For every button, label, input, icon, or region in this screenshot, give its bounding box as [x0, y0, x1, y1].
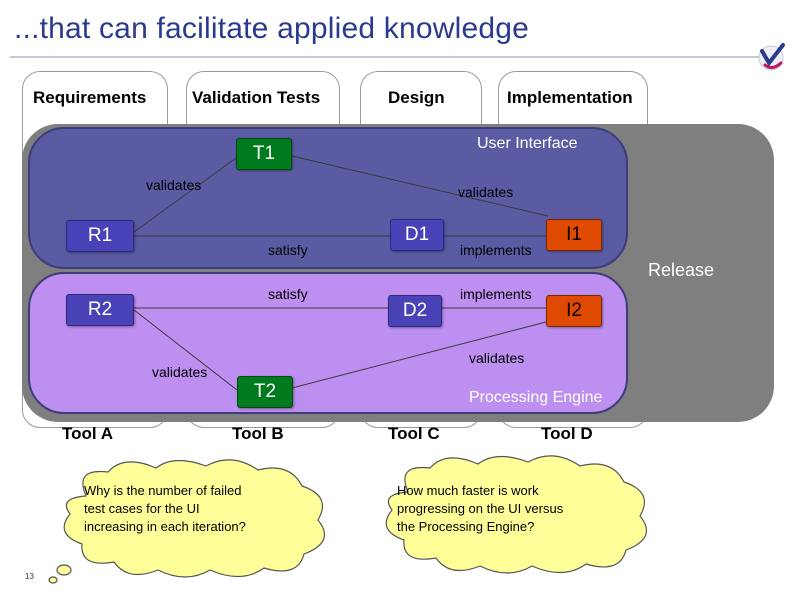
node-d1: D1 [390, 219, 444, 251]
question-cloud-left [48, 459, 326, 584]
node-t1: T1 [236, 138, 292, 170]
column-head-validation-tests: Validation Tests [192, 88, 321, 107]
column-head-requirements: Requirements [33, 88, 147, 107]
release-label: Release [648, 260, 715, 280]
tool-b-label: Tool B [232, 424, 284, 443]
tool-a-label: Tool A [62, 424, 113, 443]
label-satisfy-r2-d2: satisfy [268, 286, 308, 302]
company-logo-icon [758, 43, 785, 71]
processing-engine-label: Processing Engine [469, 389, 603, 406]
node-r1: R1 [66, 220, 134, 252]
column-head-design: Design [388, 88, 445, 107]
title-divider [10, 56, 770, 58]
tool-d-label: Tool D [541, 424, 593, 443]
node-t2: T2 [237, 376, 293, 408]
tool-c-label: Tool C [388, 424, 440, 443]
label-validates-t2-r2: validates [152, 364, 208, 380]
question-text-right: How much faster is work progressing on t… [397, 483, 564, 534]
label-validates-t1-i1: validates [458, 184, 514, 200]
node-d2: D2 [388, 295, 442, 327]
question-text-left: Why is the number of failed test cases f… [84, 483, 246, 534]
node-i1: I1 [546, 219, 602, 251]
column-head-implementation: Implementation [507, 88, 633, 107]
label-implements-d1-i1: implements [460, 242, 532, 258]
label-validates-t1-r1: validates [146, 177, 202, 193]
question-cloud-right [385, 455, 648, 574]
page-number: 13 [25, 572, 34, 581]
label-satisfy-r1-d1: satisfy [268, 242, 308, 258]
node-r2: R2 [66, 294, 134, 326]
user-interface-label: User Interface [477, 135, 578, 152]
slide-title: ...that can facilitate applied knowledge [14, 12, 529, 45]
label-validates-t2-i2: validates [469, 350, 525, 366]
label-implements-d2-i2: implements [460, 286, 532, 302]
node-i2: I2 [546, 295, 602, 327]
